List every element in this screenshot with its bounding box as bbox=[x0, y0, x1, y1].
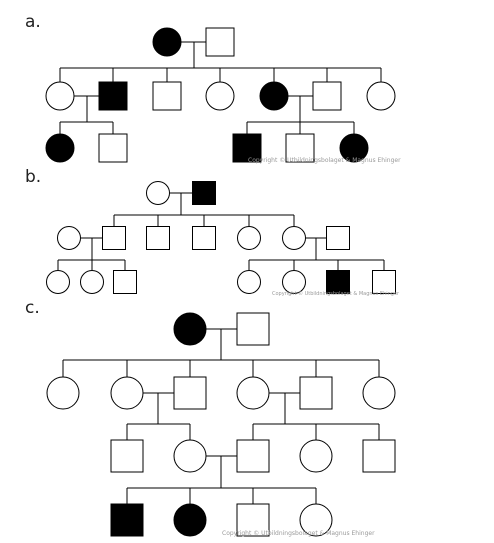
panel-c-unaffected-male bbox=[236, 312, 270, 346]
panel-a-unaffected-male bbox=[98, 133, 128, 163]
panel-c-unaffected-male bbox=[299, 376, 333, 410]
panel-a-affected-male bbox=[232, 133, 262, 163]
panel-c-unaffected-male bbox=[110, 439, 144, 473]
panel-b-unaffected-male bbox=[372, 270, 396, 294]
panel-a-affected-female bbox=[339, 133, 369, 163]
panel-a-unaffected-male bbox=[152, 81, 182, 111]
panel-b-unaffected-male bbox=[113, 270, 137, 294]
panel-b-unaffected-female bbox=[237, 270, 261, 294]
panel-c-unaffected-female bbox=[236, 376, 270, 410]
panel-b-affected-male bbox=[192, 181, 216, 205]
panel-a-copyright: Copyright © Utbildningsbolaget & Magnus … bbox=[248, 157, 401, 164]
panel-a-unaffected-male bbox=[312, 81, 342, 111]
panel-a-affected-female bbox=[152, 27, 182, 57]
panel-a-affected-female bbox=[45, 133, 75, 163]
panel-b-unaffected-female bbox=[282, 270, 306, 294]
panel-b-unaffected-male bbox=[192, 226, 216, 250]
pedigree-lines bbox=[57, 41, 385, 504]
panel-c-unaffected-female bbox=[299, 439, 333, 473]
panel-c-affected-female bbox=[173, 503, 207, 537]
panel-b-unaffected-female bbox=[80, 270, 104, 294]
panel-b-unaffected-male bbox=[146, 226, 170, 250]
panel-b-affected-male bbox=[326, 270, 350, 294]
panel-c-unaffected-female bbox=[46, 376, 80, 410]
panel-b-unaffected-female bbox=[237, 226, 261, 250]
panel-a-affected-female bbox=[259, 81, 289, 111]
panel-c-unaffected-male bbox=[173, 376, 207, 410]
panel-a-label: a. bbox=[25, 12, 41, 32]
panel-b-unaffected-female bbox=[146, 181, 170, 205]
panel-c-affected-female bbox=[173, 312, 207, 346]
panel-b-unaffected-male bbox=[326, 226, 350, 250]
panel-c-affected-male bbox=[110, 503, 144, 537]
panel-a-unaffected-female bbox=[366, 81, 396, 111]
panel-b-copyright: Copyright © Utbildningsbolaget & Magnus … bbox=[272, 290, 400, 297]
panel-b-label: b. bbox=[25, 167, 41, 187]
panel-a-affected-male bbox=[98, 81, 128, 111]
panel-c-unaffected-male bbox=[236, 503, 270, 537]
panel-a-unaffected-male bbox=[205, 27, 235, 57]
panel-c-unaffected-female bbox=[362, 376, 396, 410]
panel-c-unaffected-male bbox=[236, 439, 270, 473]
panel-c-copyright: Copyright © Utbildningsbolaget & Magnus … bbox=[222, 530, 375, 537]
panel-a-unaffected-male bbox=[285, 133, 315, 163]
panel-b-unaffected-female bbox=[46, 270, 70, 294]
panel-a-unaffected-female bbox=[205, 81, 235, 111]
panel-c-unaffected-female bbox=[173, 439, 207, 473]
panel-b-unaffected-female bbox=[57, 226, 81, 250]
panel-c-unaffected-female bbox=[299, 503, 333, 537]
panel-c-label: c. bbox=[25, 298, 40, 318]
panel-a-unaffected-female bbox=[45, 81, 75, 111]
panel-b-unaffected-male bbox=[102, 226, 126, 250]
pedigree-individuals bbox=[45, 27, 396, 537]
panel-b-unaffected-female bbox=[282, 226, 306, 250]
panel-c-unaffected-female bbox=[110, 376, 144, 410]
panel-c-unaffected-male bbox=[362, 439, 396, 473]
